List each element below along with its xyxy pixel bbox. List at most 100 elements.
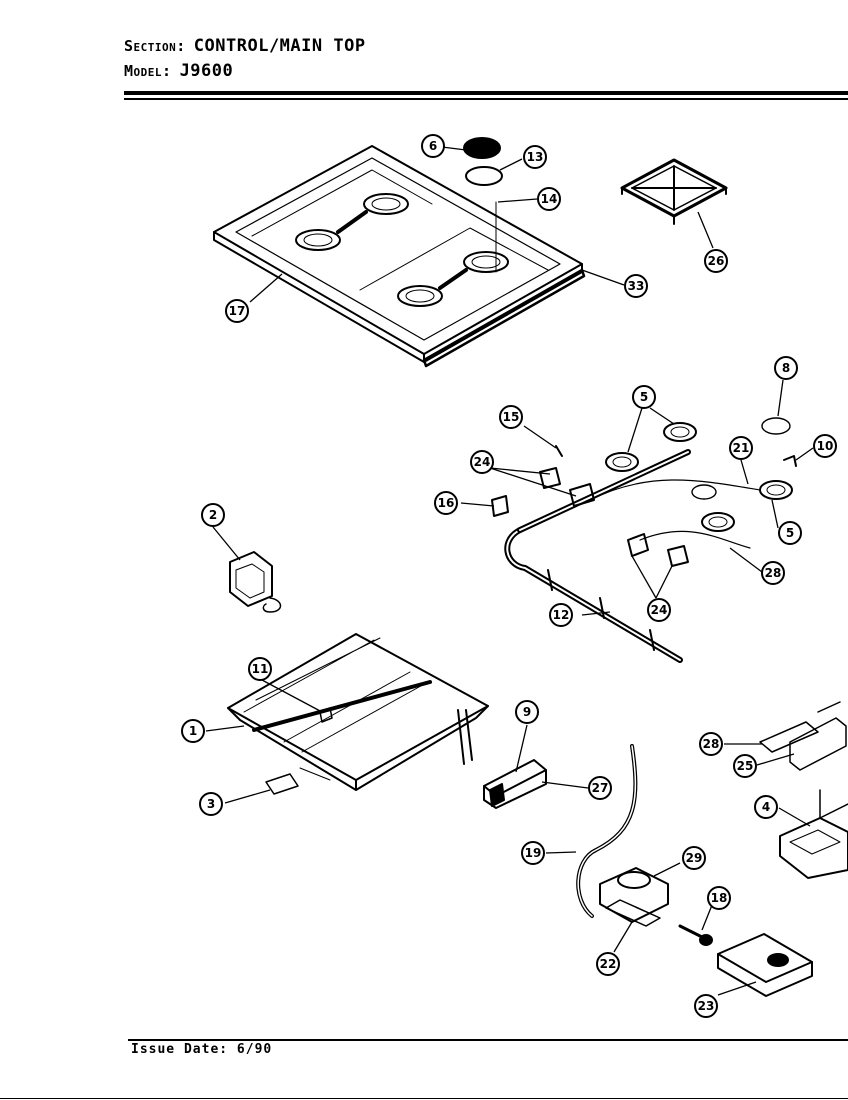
model-label: Model:: [124, 62, 172, 80]
callout-circle: [588, 776, 612, 800]
callout-0: 6: [421, 134, 445, 158]
callout-11: 10: [813, 434, 837, 458]
callout-circle: [704, 249, 728, 273]
callout-circle: [470, 450, 494, 474]
callout-27: 29: [682, 846, 706, 870]
callout-number: 3: [207, 797, 215, 811]
callout-circle: [774, 356, 798, 380]
callout-14: 2: [201, 503, 225, 527]
header-rule-thick: [124, 91, 848, 95]
callout-19: 9: [515, 700, 539, 724]
page-bottom-edge: [0, 1098, 848, 1099]
callout-7: 5: [632, 385, 656, 409]
callout-circle: [761, 561, 785, 585]
callout-number: 16: [438, 496, 455, 510]
callout-12: 16: [434, 491, 458, 515]
callout-2: 14: [537, 187, 561, 211]
switch-drawing: [229, 551, 282, 613]
callout-circle: [248, 657, 272, 681]
callout-circle: [421, 134, 445, 158]
callout-circle: [778, 521, 802, 545]
manifold-drawing: [504, 449, 691, 663]
callout-23: 3: [199, 792, 223, 816]
main-top-drawing: [213, 145, 586, 368]
callout-number: 4: [762, 800, 770, 814]
callout-circle: [707, 886, 731, 910]
callout-number: 22: [600, 957, 617, 971]
callout-number: 29: [686, 851, 703, 865]
callout-number: 19: [525, 846, 542, 860]
callout-number: 24: [651, 603, 668, 617]
callout-circle: [754, 795, 778, 819]
callout-number: 23: [698, 999, 715, 1013]
callout-number: 2: [209, 508, 217, 522]
callout-number: 1: [189, 724, 197, 738]
callout-number: 18: [711, 891, 728, 905]
callout-20: 1: [181, 719, 205, 743]
callout-circle: [523, 145, 547, 169]
callout-number: 11: [252, 662, 269, 676]
callout-1: 13: [523, 145, 547, 169]
grate-drawing: [620, 158, 728, 225]
igniter-module-drawing: [483, 759, 547, 809]
header-rule-thin: [124, 98, 848, 100]
callout-number: 25: [737, 759, 754, 773]
callout-circle: [682, 846, 706, 870]
callout-circle: [624, 274, 648, 298]
callout-16: 12: [549, 603, 573, 627]
footer-rule: [128, 1039, 848, 1041]
callout-circle: [694, 994, 718, 1018]
callout-number: 27: [592, 781, 609, 795]
callout-22: 25: [733, 754, 757, 778]
callout-circle: [699, 732, 723, 756]
callout-28: 18: [707, 886, 731, 910]
callout-3: 26: [704, 249, 728, 273]
issue-value: 6/90: [236, 1042, 273, 1057]
callout-circle: [596, 952, 620, 976]
callout-number: 13: [527, 150, 544, 164]
callout-circle: [733, 754, 757, 778]
callout-number: 10: [817, 439, 834, 453]
callout-number: 21: [733, 441, 750, 455]
callout-circle: [647, 598, 671, 622]
callout-9: 24: [470, 450, 494, 474]
callout-4: 17: [225, 299, 249, 323]
callout-17: 24: [647, 598, 671, 622]
callout-circle: [521, 841, 545, 865]
callout-circle: [499, 405, 523, 429]
callout-number: 5: [786, 526, 794, 540]
callout-25: 4: [754, 795, 778, 819]
section-line: Section: CONTROL/MAIN TOP: [124, 36, 366, 56]
callout-circle: [549, 603, 573, 627]
callout-number: 24: [474, 455, 491, 469]
callout-circle: [813, 434, 837, 458]
callout-number: 12: [553, 608, 570, 622]
callout-number: 33: [628, 279, 645, 293]
section-label: Section:: [124, 37, 186, 55]
callout-circle: [537, 187, 561, 211]
callout-24: 27: [588, 776, 612, 800]
callout-26: 19: [521, 841, 545, 865]
callout-5: 33: [624, 274, 648, 298]
callout-15: 28: [761, 561, 785, 585]
callout-6: 8: [774, 356, 798, 380]
callout-30: 23: [694, 994, 718, 1018]
issue-label: Issue Date:: [131, 1042, 229, 1057]
control-box-drawing: [717, 933, 813, 997]
callout-13: 5: [778, 521, 802, 545]
valve-drawing: [599, 867, 669, 927]
callout-8: 15: [499, 405, 523, 429]
issue-date: Issue Date: 6/90: [131, 1042, 272, 1057]
callout-circle: [199, 792, 223, 816]
model-line: Model:J9600: [124, 61, 233, 81]
callout-circle: [201, 503, 225, 527]
callout-circle: [181, 719, 205, 743]
section-value: CONTROL/MAIN TOP: [193, 36, 366, 56]
callout-number: 28: [765, 566, 782, 580]
callout-number: 5: [640, 390, 648, 404]
callout-circle: [434, 491, 458, 515]
callout-10: 21: [729, 436, 753, 460]
callout-circle: [225, 299, 249, 323]
